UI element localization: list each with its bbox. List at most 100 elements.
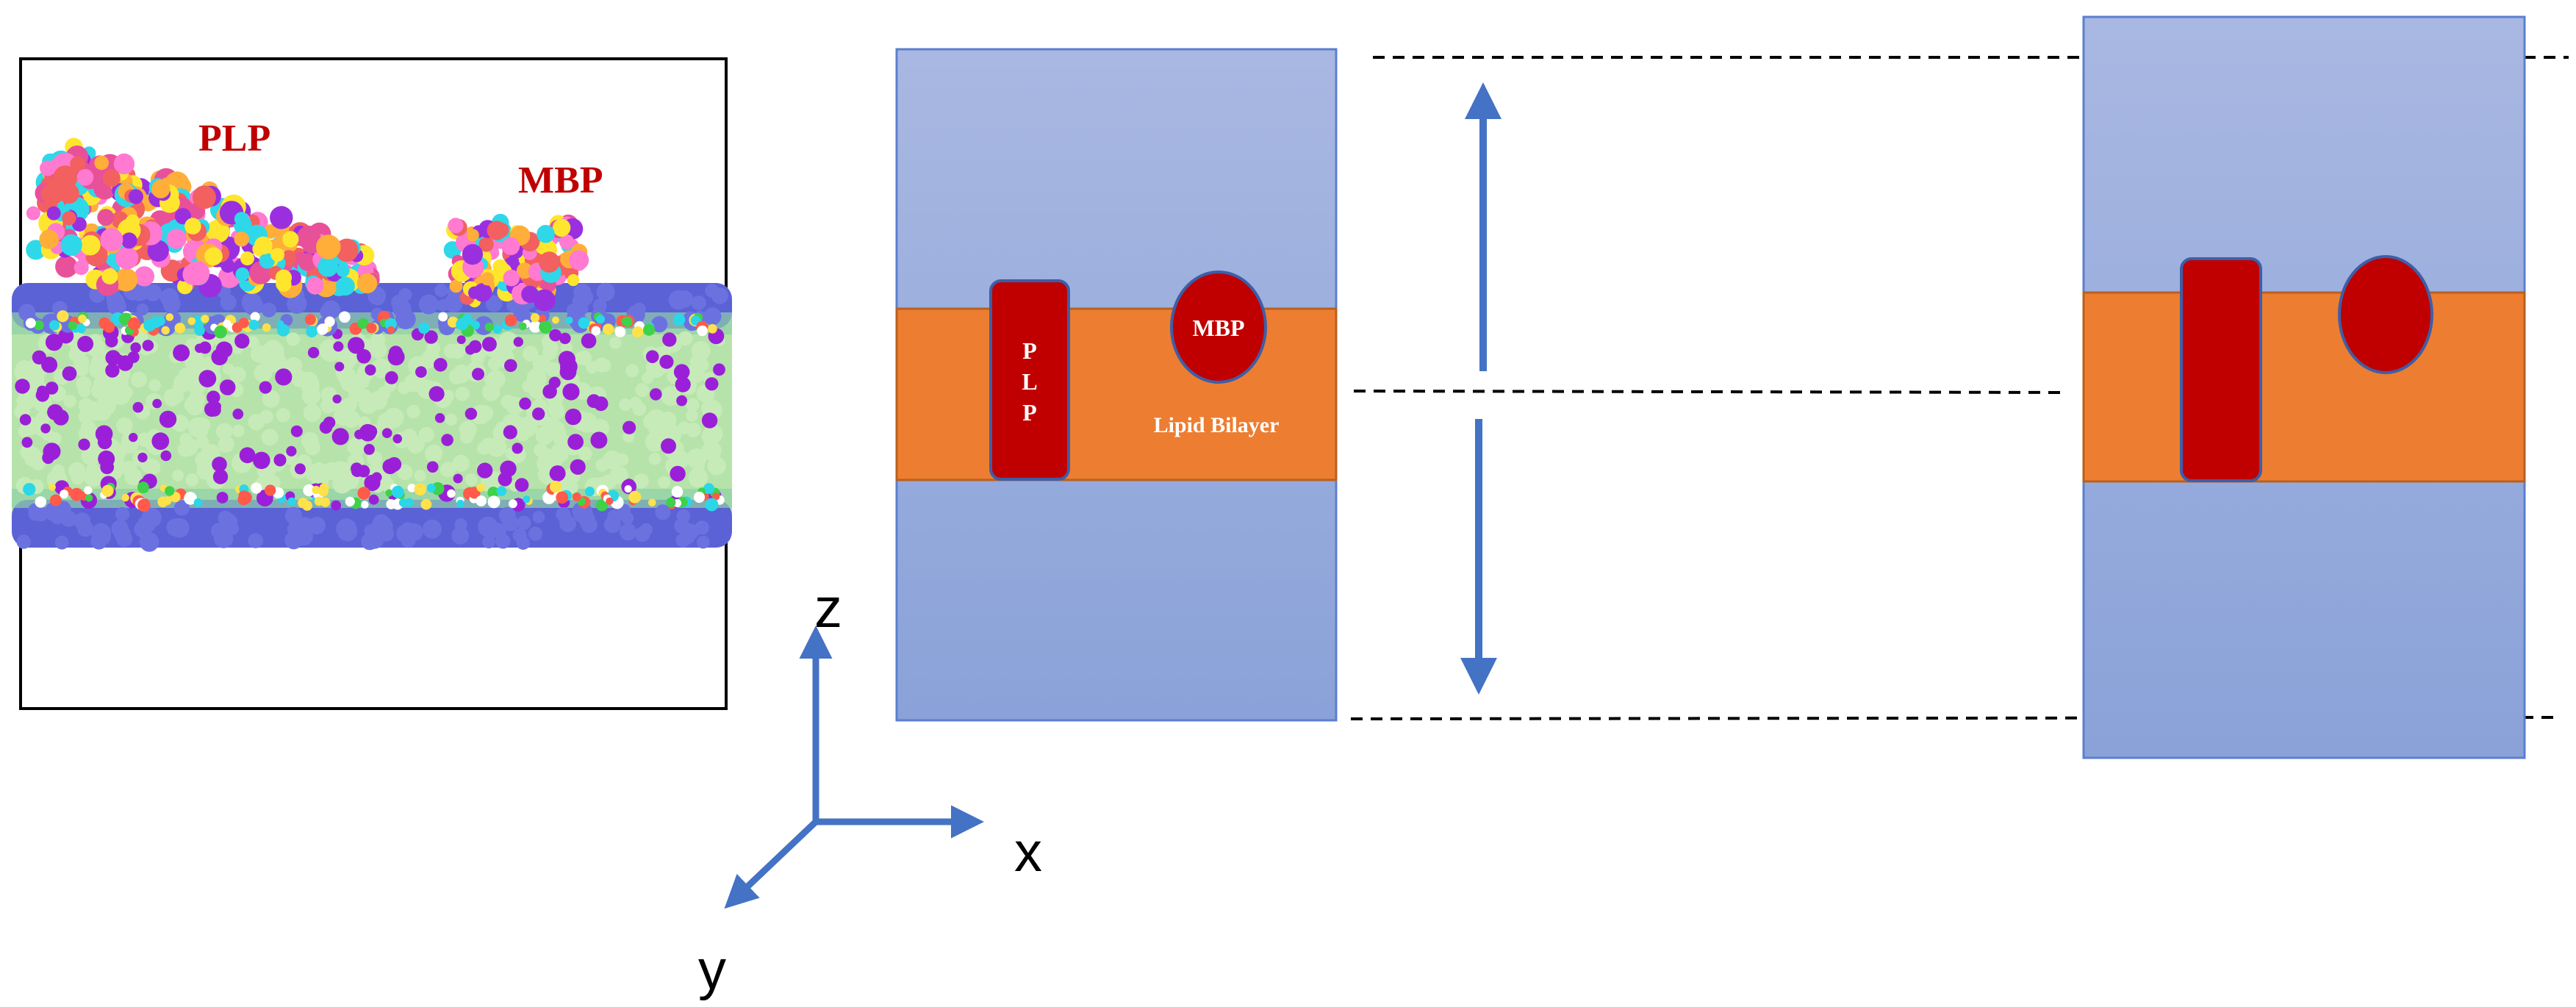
atom: [573, 504, 593, 524]
atom: [364, 474, 381, 492]
atom: [51, 464, 65, 478]
atom: [287, 497, 296, 506]
atom: [509, 499, 517, 509]
atom: [675, 376, 691, 393]
atom: [102, 169, 121, 187]
atom: [503, 269, 520, 287]
atom: [434, 283, 448, 298]
atom: [620, 523, 637, 541]
atom: [147, 240, 169, 262]
atom: [703, 307, 722, 326]
atom: [112, 444, 127, 459]
atom: [79, 234, 101, 256]
atom: [711, 287, 728, 304]
atom: [519, 397, 531, 410]
atom: [645, 432, 664, 452]
atom: [319, 420, 333, 434]
atom: [512, 442, 523, 454]
atom: [398, 498, 408, 507]
atom: [591, 326, 601, 336]
atom: [184, 218, 201, 235]
atom: [105, 350, 121, 366]
atom: [478, 237, 494, 252]
atom: [151, 179, 171, 198]
atom: [173, 344, 190, 362]
atom: [418, 294, 439, 315]
atom: [198, 370, 217, 387]
atom: [426, 461, 439, 473]
atom: [115, 246, 139, 270]
atom: [239, 447, 256, 464]
atom: [185, 473, 199, 487]
atom: [194, 325, 205, 336]
plp-protein-shape: [2180, 257, 2262, 482]
atom: [332, 394, 342, 404]
atom: [363, 443, 375, 455]
atom: [470, 320, 481, 330]
atom: [701, 440, 722, 461]
atom: [185, 261, 210, 286]
atom: [100, 228, 123, 251]
atom: [262, 390, 280, 408]
atom: [284, 506, 302, 525]
atom: [333, 341, 344, 352]
atom: [62, 366, 77, 381]
atom: [596, 315, 605, 324]
atom: [15, 379, 30, 394]
atom: [581, 333, 597, 349]
atom: [250, 312, 260, 322]
atom: [387, 326, 395, 334]
atom: [35, 388, 50, 402]
atom: [501, 394, 516, 409]
plp-protein-render: [26, 137, 380, 298]
atom: [181, 438, 198, 456]
middle-dashed-line: [1353, 390, 2066, 394]
atom: [53, 409, 69, 426]
atom: [312, 485, 320, 495]
atom: [160, 450, 172, 462]
atom: [391, 485, 404, 498]
atom: [609, 465, 628, 484]
atom: [418, 322, 430, 334]
atom: [115, 506, 130, 522]
atom: [621, 512, 634, 525]
atom: [559, 515, 576, 532]
atom: [701, 412, 718, 429]
atom: [317, 257, 339, 277]
y-axis-label: y: [698, 939, 726, 1001]
atom: [661, 386, 681, 406]
atom: [440, 462, 456, 478]
atom: [40, 423, 51, 434]
atom: [250, 345, 269, 363]
atom: [266, 352, 287, 373]
atom: [295, 517, 315, 537]
atom: [78, 314, 87, 323]
atom: [276, 323, 290, 337]
atom: [85, 494, 93, 502]
mbp-protein-shape: [2338, 255, 2433, 374]
atom: [304, 314, 316, 326]
atom: [71, 470, 85, 485]
atom: [449, 279, 463, 293]
atom: [548, 401, 564, 418]
atom: [77, 335, 94, 352]
atom: [178, 368, 194, 383]
coordinate-axes: z x y: [698, 577, 1042, 1001]
atom: [57, 310, 69, 323]
atom: [248, 533, 264, 548]
atom: [148, 379, 161, 392]
atom: [234, 232, 249, 247]
atom: [487, 370, 506, 389]
atom: [365, 364, 376, 376]
atom: [550, 481, 562, 493]
atom: [357, 389, 373, 404]
atom: [575, 289, 594, 307]
atom: [186, 394, 201, 409]
atom: [198, 341, 212, 354]
atom: [534, 443, 548, 457]
atom: [301, 386, 321, 406]
atom: [316, 234, 341, 259]
atom: [113, 153, 135, 175]
atom: [639, 523, 653, 537]
atom: [532, 355, 551, 373]
